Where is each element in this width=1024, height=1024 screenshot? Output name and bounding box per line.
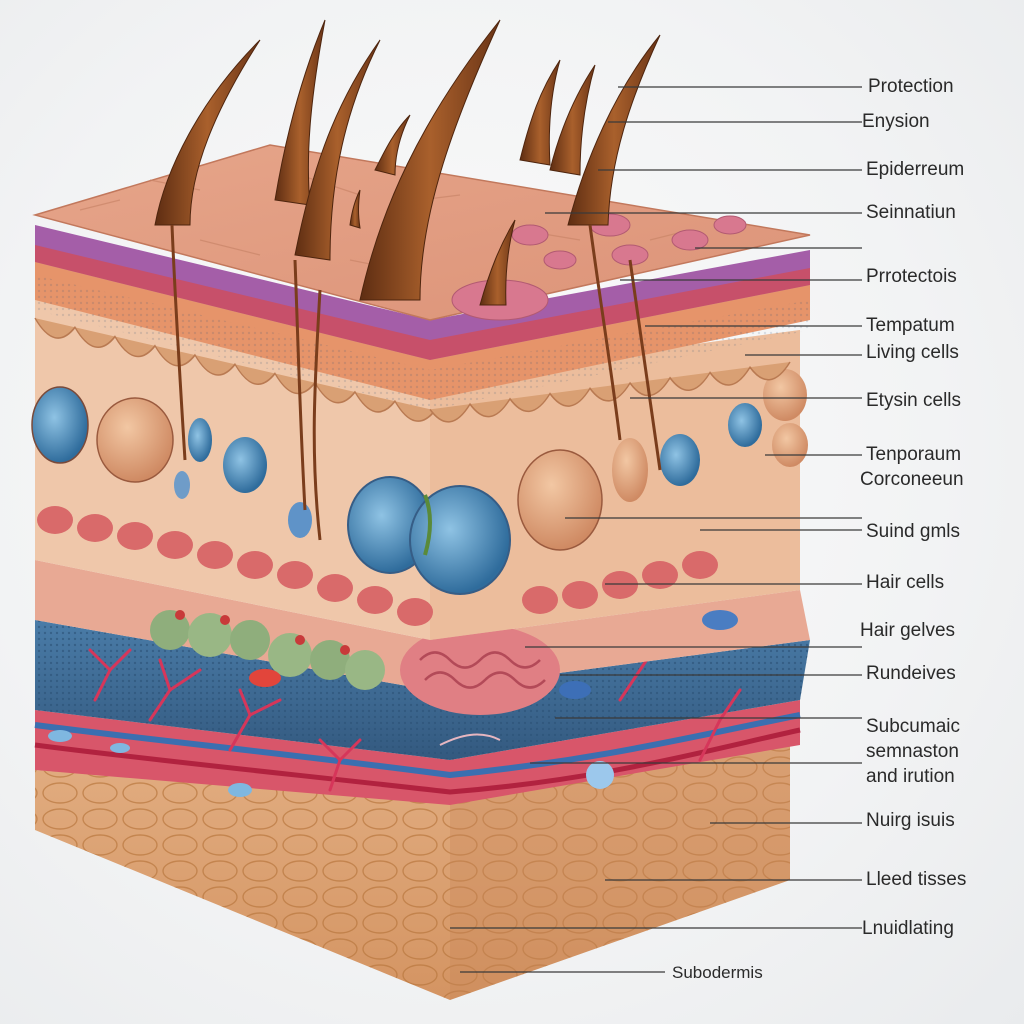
label-hair-gelves: Hair gelves <box>860 620 956 641</box>
label-subodermis: Subodermis <box>672 963 763 982</box>
label-enysion: Enysion <box>862 111 930 132</box>
label-suind-gmls: Suind gmls <box>866 521 960 542</box>
label-hair-cells: Hair cells <box>866 572 945 593</box>
hair-shafts <box>154 19 661 306</box>
vessel-band <box>34 700 801 805</box>
label-and-irution: and irution <box>866 766 955 787</box>
label-tempatum: Tempatum <box>866 315 955 336</box>
fat-layer <box>35 745 790 1000</box>
label-corconeeun: Corconeeun <box>860 469 964 490</box>
label-lleed-tisses: Lleed tisses <box>866 869 967 890</box>
label-epiderreum: Epiderreum <box>866 159 965 180</box>
label-prrotectois: Prrotectois <box>866 266 957 287</box>
green-gland-cluster <box>150 610 385 690</box>
label-living-cells: Living cells <box>866 342 959 363</box>
label-semnaston: semnaston <box>866 741 959 762</box>
label-rundeives: Rundeives <box>866 663 956 684</box>
label-nuirg-isuis: Nuirg isuis <box>866 810 955 831</box>
leader-lines <box>450 86 862 973</box>
glandular-layer <box>35 560 810 715</box>
hair-follicles <box>170 224 662 541</box>
epidermis-layers <box>34 225 810 423</box>
label-subcumaic: Subcumaic <box>866 716 960 737</box>
label-seinnatiun: Seinnatiun <box>866 202 956 223</box>
label-tenporaum: Tenporaum <box>866 444 962 465</box>
label-protection: Protection <box>868 76 954 97</box>
label-lnuidlating: Lnuidlating <box>862 918 954 939</box>
label-etysin-cells: Etysin cells <box>866 390 962 411</box>
